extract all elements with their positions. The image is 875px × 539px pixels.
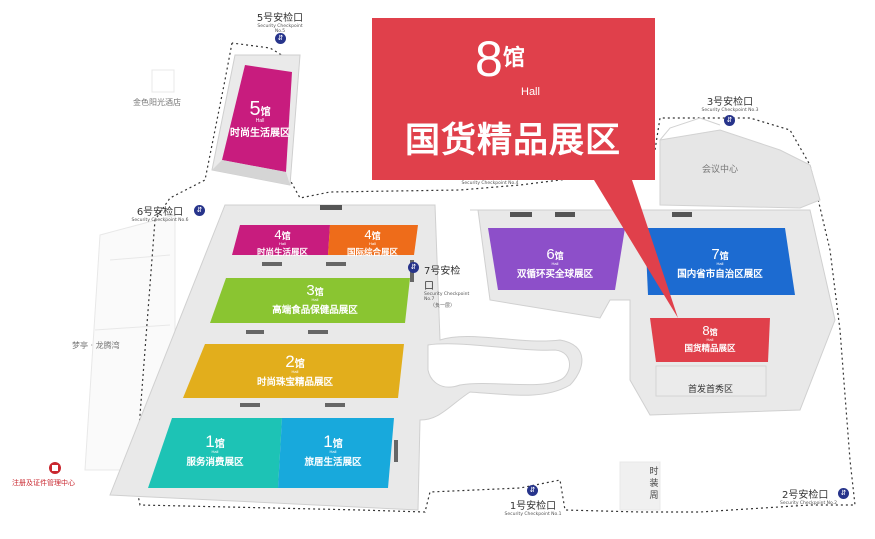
checkpoint-7[interactable]: ⇵ 7号安检口 Security Checkpoint No.7 （负一层） [408, 262, 470, 309]
checkpoint-4-sub: Security Checkpoint No.4 [461, 181, 519, 186]
hall-3-zone: 高端食品保健品展区 [272, 305, 358, 316]
security-icon: ⇵ [194, 205, 205, 216]
hall-5-building [211, 54, 301, 186]
hall-6-number: 6 [546, 246, 555, 263]
hall-4a-en: Hall [279, 241, 286, 246]
hall-3-char: 馆 [314, 288, 324, 298]
callout-hall-en: Hall [521, 86, 540, 98]
fashion-week-char-3: 周 [649, 491, 659, 501]
conference-center-label: 会议中心 [702, 165, 739, 175]
hall-4a-zone: 时尚生活展区 [256, 248, 308, 258]
hall-1a-label[interactable]: 1馆 Hall 服务消费展区 [170, 432, 260, 468]
checkpoint-3-sub: Security Checkpoint No.3 [701, 108, 759, 113]
checkpoint-2-title: 2号安检口 [782, 490, 829, 501]
hall-6-label[interactable]: 6馆 Hall 双循环买全球展区 [500, 244, 610, 280]
hall-8-zone: 国货精品展区 [684, 344, 736, 354]
hall-4b-label[interactable]: 4馆 Hall 国际综合展区 [330, 224, 415, 258]
callout-hall-label: 8馆 Hall [475, 31, 540, 98]
checkpoint-7-sub: Security Checkpoint No.7 [424, 292, 470, 302]
hall-3-en: Hall [311, 297, 319, 302]
hall-6-en: Hall [551, 261, 559, 266]
hall-1a-en: Hall [211, 449, 219, 454]
security-icon: ⇵ [527, 485, 538, 496]
hall-4a-number: 4 [274, 227, 282, 242]
hall-8-callout-shape [372, 18, 678, 318]
checkpoint-7-note: （负一层） [430, 303, 456, 309]
hotel-label: 金色阳光酒店 [133, 98, 181, 107]
hall-4a-char: 馆 [281, 232, 291, 242]
hall-2-number: 2 [285, 352, 295, 371]
hall-1a-number: 1 [205, 432, 215, 451]
hall-6-char: 馆 [554, 252, 564, 262]
hall-4b-char: 馆 [371, 232, 381, 242]
hall-1a-char: 馆 [214, 439, 225, 450]
hall-2-char: 馆 [294, 359, 305, 370]
callout-zone-title: 国货精品展区 [405, 121, 622, 161]
hall-1a-zone: 服务消费展区 [186, 457, 244, 468]
checkpoint-6-title: 6号安检口 [136, 207, 184, 218]
checkpoint-5[interactable]: 5号安检口 Security Checkpoint No.5 ⇵ [255, 9, 305, 44]
mengting-label: 梦亭 · 龙腾湾 [72, 341, 120, 350]
security-icon: ⇵ [408, 262, 419, 273]
checkpoint-1[interactable]: ⇵ 1号安检口 Security Checkpoint No.1 [503, 485, 563, 517]
hall-1b-number: 1 [323, 432, 333, 451]
hall-5-zone: 时尚生活展区 [230, 128, 290, 139]
checkpoint-3-title: 3号安检口 [706, 97, 754, 108]
hall-8-en: Hall [706, 337, 714, 342]
hall-4b-zone: 国际综合展区 [346, 248, 398, 258]
hall-4b-en: Hall [369, 241, 376, 246]
fashion-week-label: 时 装 周 [648, 466, 660, 502]
hall-8-char: 馆 [709, 328, 718, 337]
checkpoint-7-title: 7号安检口 [424, 266, 461, 292]
hall-2-en: Hall [291, 369, 299, 374]
checkpoint-6[interactable]: 6号安检口 Security Checkpoint No.6 ⇵ [130, 203, 205, 223]
checkpoint-5-title: 5号安检口 [256, 13, 304, 24]
hall-7-number: 7 [711, 246, 720, 263]
security-icon: ⇵ [724, 115, 735, 126]
hall-5-number: 5 [249, 98, 261, 120]
hall-5-char: 馆 [260, 107, 271, 118]
hall-7-label[interactable]: 7馆 Hall 国内省市自治区展区 [660, 244, 780, 280]
checkpoint-4[interactable]: Security Checkpoint No.4 [455, 181, 525, 186]
west-building [109, 204, 583, 511]
fashion-week-char-1: 时 [649, 467, 659, 477]
checkpoint-1-sub: Security Checkpoint No.1 [504, 512, 562, 517]
registration-marker-icon [49, 462, 61, 474]
hall-3-number: 3 [306, 282, 315, 299]
security-route [134, 42, 856, 513]
hall-1b-en: Hall [329, 449, 337, 454]
fashion-week-char-2: 装 [649, 479, 659, 489]
hall-1b-label[interactable]: 1馆 Hall 旅居生活展区 [288, 432, 378, 468]
hall-6-zone: 双循环买全球展区 [516, 269, 593, 280]
hall-5-en: Hall [255, 118, 265, 124]
checkpoint-2-sub: Security Checkpoint No.2 [780, 501, 837, 506]
security-icon: ⇵ [838, 488, 849, 499]
hall-7-en: Hall [716, 261, 724, 266]
callout-hall-char: 馆 [502, 46, 525, 71]
checkpoint-2[interactable]: 2号安检口 Security Checkpoint No.2 ⇵ [772, 486, 862, 506]
hall-5-label[interactable]: 5馆 Hall 时尚生活展区 [225, 98, 295, 139]
hall-2-zone: 时尚珠宝精品展区 [256, 377, 333, 388]
registration-center-label: 注册及证件管理中心 [12, 479, 75, 487]
hall-4a-label[interactable]: 4馆 Hall 时尚生活展区 [240, 224, 325, 258]
hall-3-label[interactable]: 3馆 Hall 高端食品保健品展区 [240, 280, 390, 316]
hall-1b-zone: 旅居生活展区 [304, 457, 362, 468]
hall-2-label[interactable]: 2馆 Hall 时尚珠宝精品展区 [220, 352, 370, 388]
checkpoint-1-title: 1号安检口 [509, 501, 557, 512]
checkpoint-6-sub: Security Checkpoint No.6 [131, 218, 189, 223]
hall-7-zone: 国内省市自治区展区 [677, 269, 763, 280]
security-icon: ⇵ [275, 33, 286, 44]
hall-8-label[interactable]: 8馆 Hall 国货精品展区 [660, 320, 760, 354]
premiere-zone-label: 首发首秀区 [688, 385, 734, 395]
east-building [470, 117, 836, 416]
callout-hall-number: 8 [475, 31, 503, 87]
checkpoint-5-sub: Security Checkpoint No.5 [257, 24, 303, 34]
hall-8-number: 8 [702, 323, 710, 338]
hall-1b-char: 馆 [332, 439, 343, 450]
hall-7-char: 馆 [719, 252, 729, 262]
checkpoint-3[interactable]: 3号安检口 Security Checkpoint No.3 ⇵ [700, 93, 760, 126]
hall-4b-number: 4 [364, 227, 372, 242]
